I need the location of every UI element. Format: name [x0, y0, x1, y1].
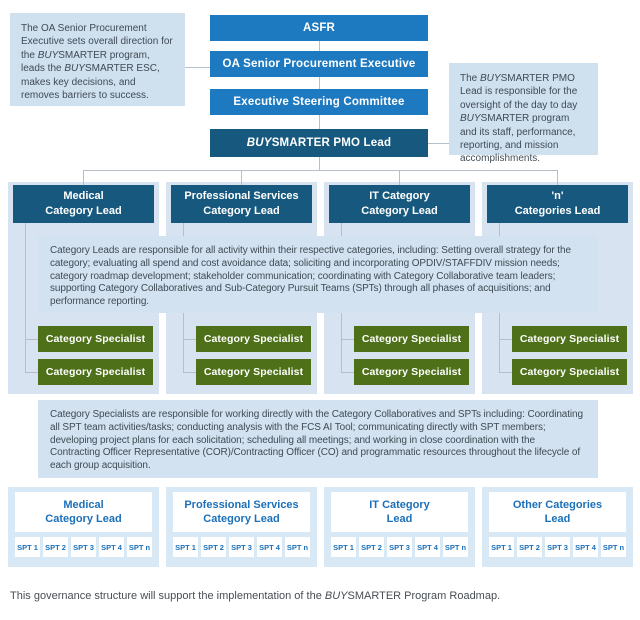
- connector-line: [25, 339, 38, 340]
- connector-line-distribution: [83, 170, 558, 171]
- org-box-asfr: ASFR: [210, 15, 428, 41]
- spt-box: SPT 4: [415, 537, 440, 557]
- spt-row: SPT 1 SPT 2 SPT 3 SPT 4 SPT n: [489, 537, 626, 557]
- spt-row: SPT 1 SPT 2 SPT 3 SPT 4 SPT n: [15, 537, 152, 557]
- category-lead-label: Category Lead: [361, 205, 438, 217]
- spt-row: SPT 1 SPT 2 SPT 3 SPT 4 SPT n: [331, 537, 468, 557]
- connector-line: [399, 170, 400, 185]
- connector-line-left-callout: [185, 67, 210, 68]
- spt-row: SPT 1 SPT 2 SPT 3 SPT 4 SPT n: [173, 537, 310, 557]
- category-specialists-note: Category Specialists are responsible for…: [38, 400, 598, 478]
- spt-box: SPT 3: [229, 537, 254, 557]
- spt-box: SPT 1: [15, 537, 40, 557]
- category-specialist-box: Category Specialist: [512, 326, 627, 352]
- spt-panel-lead-box: Medical Category Lead: [15, 492, 152, 532]
- connector-line: [241, 170, 242, 185]
- connector-line: [319, 157, 320, 170]
- spt-panel-medical: Medical Category Lead SPT 1 SPT 2 SPT 3 …: [8, 487, 159, 567]
- category-specialist-box: Category Specialist: [38, 326, 153, 352]
- spt-panel-lead-label: Medical: [63, 498, 104, 511]
- spt-box: SPT 3: [545, 537, 570, 557]
- category-lead-box-medical: Medical Category Lead: [13, 185, 154, 223]
- connector-line: [183, 339, 196, 340]
- spt-panel-lead-label: IT Category: [369, 498, 430, 511]
- category-specialist-box: Category Specialist: [512, 359, 627, 385]
- spt-box: SPT 4: [99, 537, 124, 557]
- spt-box: SPT 3: [71, 537, 96, 557]
- spt-panel-it: IT Category Lead SPT 1 SPT 2 SPT 3 SPT 4…: [324, 487, 475, 567]
- connector-line: [319, 115, 320, 129]
- footer-caption: This governance structure will support t…: [10, 590, 501, 602]
- spt-panel-other-categories: Other Categories Lead SPT 1 SPT 2 SPT 3 …: [482, 487, 633, 567]
- category-specialist-box: Category Specialist: [38, 359, 153, 385]
- callout-oa-executive-role: The OA Senior Procurement Executive sets…: [10, 13, 185, 106]
- category-lead-label: Category Lead: [203, 205, 280, 217]
- category-lead-label: 'n': [551, 190, 564, 203]
- spt-box: SPT n: [127, 537, 152, 557]
- spt-box: SPT n: [443, 537, 468, 557]
- spt-panel-lead-label: Professional Services: [184, 498, 299, 511]
- category-lead-box-it: IT Category Category Lead: [329, 185, 470, 223]
- category-lead-box-n: 'n' Categories Lead: [487, 185, 628, 223]
- connector-line: [83, 170, 84, 185]
- connector-line: [499, 339, 512, 340]
- connector-line: [557, 170, 558, 185]
- spt-box: SPT 2: [201, 537, 226, 557]
- spt-box: SPT 1: [331, 537, 356, 557]
- connector-line: [319, 41, 320, 51]
- org-box-executive-steering-committee: Executive Steering Committee: [210, 89, 428, 115]
- spt-box: SPT 4: [573, 537, 598, 557]
- connector-line: [183, 372, 196, 373]
- spt-box: SPT 2: [43, 537, 68, 557]
- connector-line: [25, 223, 26, 372]
- category-specialist-box: Category Specialist: [354, 326, 469, 352]
- connector-line: [499, 372, 512, 373]
- spt-box: SPT 2: [517, 537, 542, 557]
- category-specialist-box: Category Specialist: [196, 326, 311, 352]
- spt-panel-lead-box: Other Categories Lead: [489, 492, 626, 532]
- category-lead-box-professional-services: Professional Services Category Lead: [171, 185, 312, 223]
- org-box-oa-senior-procurement-executive: OA Senior Procurement Executive: [210, 51, 428, 77]
- connector-line: [341, 339, 354, 340]
- connector-line: [319, 77, 320, 89]
- spt-box: SPT n: [601, 537, 626, 557]
- spt-panel-lead-label: Other Categories: [512, 498, 603, 511]
- connector-line: [25, 372, 38, 373]
- spt-box: SPT n: [285, 537, 310, 557]
- spt-panel-lead-box: Professional Services Category Lead: [173, 492, 310, 532]
- spt-panel-lead-label: Category Lead: [203, 513, 280, 525]
- category-specialist-box: Category Specialist: [196, 359, 311, 385]
- category-specialist-box: Category Specialist: [354, 359, 469, 385]
- connector-line: [341, 372, 354, 373]
- spt-box: SPT 1: [173, 537, 198, 557]
- spt-panel-lead-box: IT Category Lead: [331, 492, 468, 532]
- category-lead-label: Professional Services: [184, 190, 299, 203]
- spt-box: SPT 2: [359, 537, 384, 557]
- spt-panel-professional-services: Professional Services Category Lead SPT …: [166, 487, 317, 567]
- category-lead-label: IT Category: [369, 190, 430, 203]
- category-leads-note: Category Leads are responsible for all a…: [38, 236, 598, 313]
- spt-panel-lead-label: Lead: [544, 513, 571, 525]
- spt-panel-lead-label: Category Lead: [45, 513, 122, 525]
- spt-panel-lead-label: Lead: [386, 513, 413, 525]
- connector-line-right-callout: [428, 143, 449, 144]
- category-lead-label: Category Lead: [45, 205, 122, 217]
- category-lead-label: Medical: [63, 190, 104, 203]
- callout-pmo-lead-role: The BUYSMARTER PMO Lead is responsible f…: [449, 63, 598, 164]
- category-lead-label: Categories Lead: [514, 205, 601, 217]
- spt-box: SPT 3: [387, 537, 412, 557]
- spt-box: SPT 4: [257, 537, 282, 557]
- spt-box: SPT 1: [489, 537, 514, 557]
